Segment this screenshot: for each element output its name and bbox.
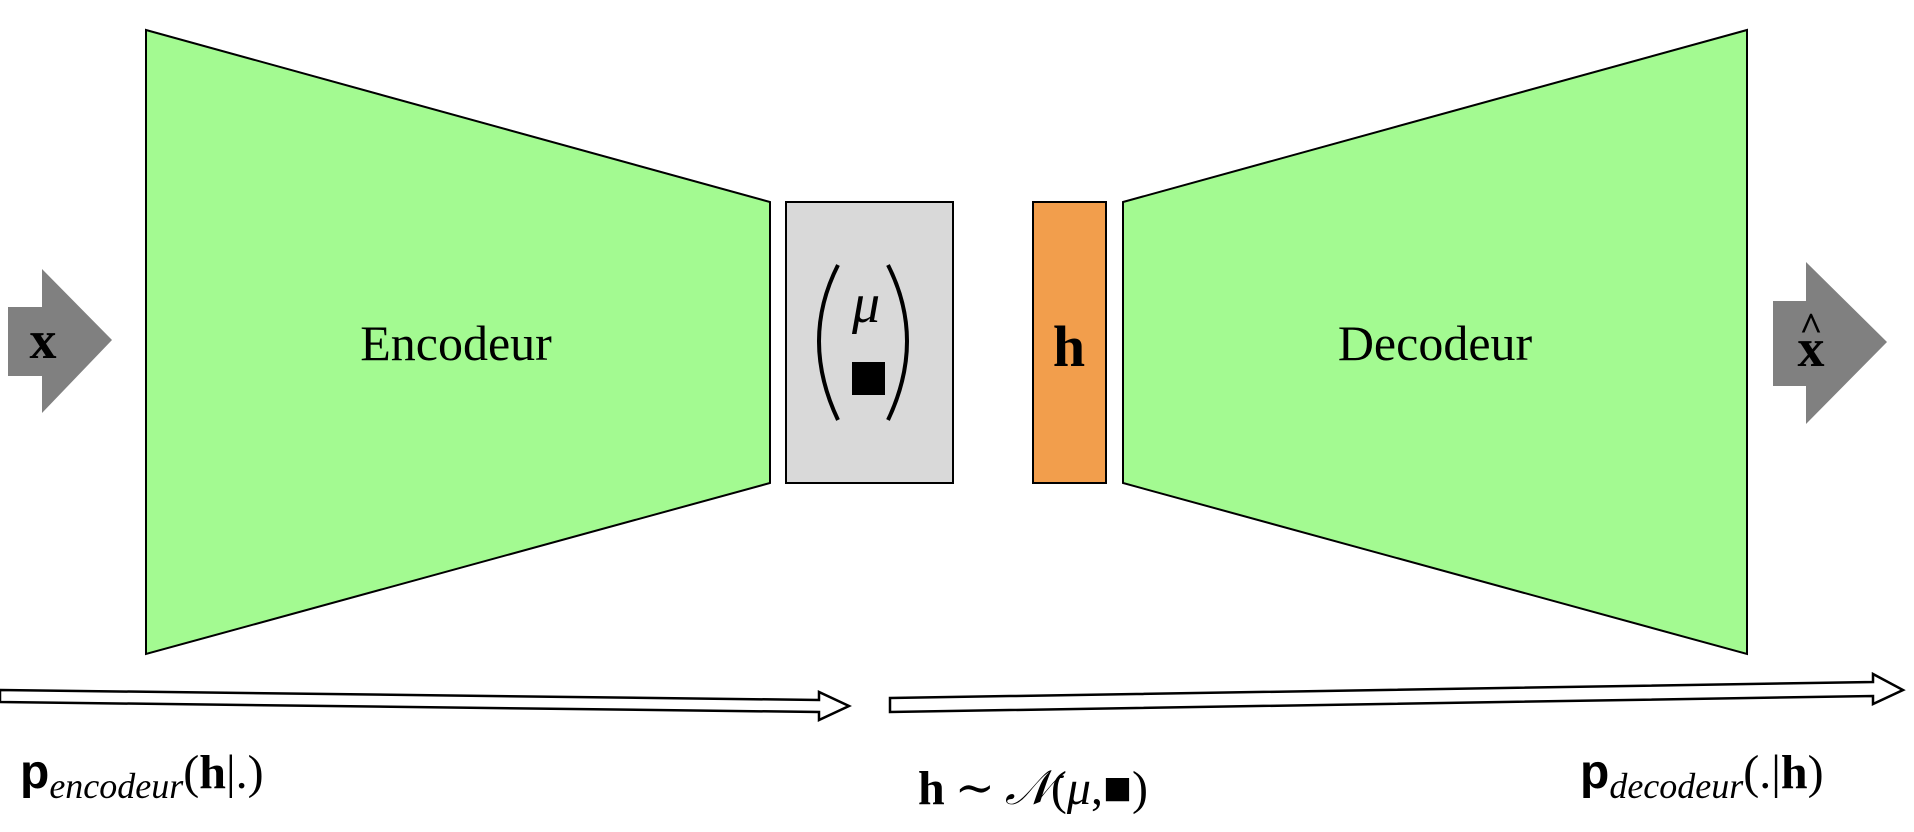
latent-sample-symbol: h bbox=[1053, 314, 1085, 379]
latent-params-box bbox=[785, 201, 954, 484]
input-symbol: x bbox=[30, 310, 57, 370]
sampling-formula-h: h bbox=[918, 762, 945, 815]
encoder-formula-open: ( bbox=[183, 746, 199, 799]
sampling-formula: h∼𝒩(μ,■) bbox=[918, 762, 1148, 815]
sampling-formula-square: ■ bbox=[1103, 762, 1132, 815]
latent-sample-block: h bbox=[1032, 201, 1107, 484]
decoder-flow-arrow-body bbox=[888, 671, 1906, 714]
output-arrow-shape bbox=[1773, 262, 1887, 424]
encoder-formula-p: p bbox=[20, 746, 49, 799]
variance-placeholder-square bbox=[852, 362, 885, 395]
input-arrow-shape bbox=[8, 269, 112, 413]
encoder-distribution-formula: pencodeur(h|.) bbox=[20, 746, 264, 806]
decoder-formula-text: pdecodeur(.|h) bbox=[1580, 746, 1824, 806]
encoder-formula-rest: |.) bbox=[226, 746, 264, 799]
encoder-trapezoid bbox=[145, 28, 771, 656]
latent-sample-box bbox=[1032, 201, 1107, 484]
encoder-formula-h: h bbox=[199, 746, 226, 799]
encoder-block: Encodeur bbox=[145, 28, 771, 656]
output-hat-accent: ^ bbox=[1799, 304, 1822, 349]
decoder-formula-subscript: decodeur bbox=[1609, 766, 1744, 806]
left-paren bbox=[817, 264, 840, 421]
mu-symbol: μ bbox=[851, 273, 880, 335]
sampling-formula-comma: , bbox=[1091, 762, 1103, 815]
right-paren bbox=[886, 264, 909, 421]
sampling-formula-mu: μ bbox=[1066, 762, 1091, 815]
input-arrow: x bbox=[8, 269, 112, 413]
decoder-flow-arrow bbox=[888, 671, 1906, 714]
sampling-formula-close: ) bbox=[1132, 762, 1148, 815]
decoder-formula-open: (.| bbox=[1743, 746, 1781, 799]
output-symbol: x bbox=[1798, 318, 1825, 378]
encoder-flow-arrow-body bbox=[0, 688, 852, 722]
decoder-block: Decodeur bbox=[1122, 28, 1748, 656]
output-arrow: x ^ bbox=[1773, 262, 1887, 424]
sampling-formula-text: h∼𝒩(μ,■) bbox=[918, 762, 1148, 815]
decoder-trapezoid bbox=[1122, 28, 1748, 656]
encoder-label: Encodeur bbox=[360, 315, 552, 371]
decoder-distribution-formula: pdecodeur(.|h) bbox=[1580, 746, 1824, 806]
encoder-flow-arrow bbox=[0, 688, 852, 722]
decoder-formula-h: h bbox=[1781, 746, 1808, 799]
sampling-formula-tilde: ∼ bbox=[955, 762, 995, 815]
encoder-formula-text: pencodeur(h|.) bbox=[20, 746, 264, 806]
decoder-formula-p: p bbox=[1580, 746, 1609, 799]
encoder-formula-subscript: encodeur bbox=[49, 766, 184, 806]
sampling-formula-open: ( bbox=[1051, 762, 1067, 815]
latent-params-block: μ bbox=[785, 201, 954, 484]
decoder-formula-close: ) bbox=[1808, 746, 1824, 799]
decoder-label: Decodeur bbox=[1338, 315, 1533, 371]
